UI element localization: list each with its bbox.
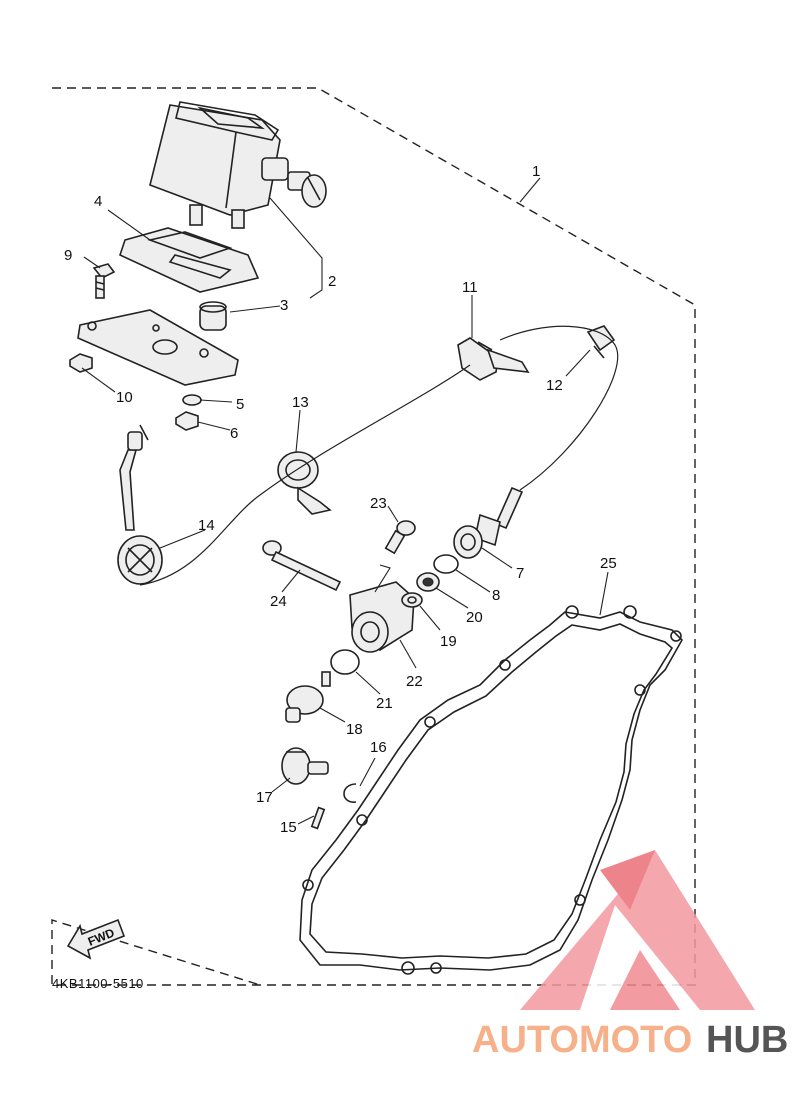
screw-23 <box>384 520 416 555</box>
callout-5: 5 <box>236 396 244 413</box>
gear-18 <box>285 671 331 723</box>
callout-18: 18 <box>346 721 363 738</box>
fwd-arrow: FWD <box>66 918 126 960</box>
callout-22: 22 <box>406 673 423 690</box>
bolt-9 <box>92 263 116 299</box>
callout-16: 16 <box>370 739 387 756</box>
assembly-boundary <box>51 87 696 986</box>
callout-20: 20 <box>466 609 483 626</box>
leader-lines <box>81 177 609 825</box>
housing-22 <box>349 581 415 653</box>
cable-clamp-13 <box>277 451 332 515</box>
pin-15 <box>310 806 326 830</box>
drawing-code: 4KB1100-5510 <box>52 976 144 991</box>
cable-clamp-11 <box>457 337 530 381</box>
washer-5 <box>182 394 202 406</box>
logo-triangle-center <box>610 950 680 1010</box>
callout-8: 8 <box>492 587 500 604</box>
callout-6: 6 <box>230 425 238 442</box>
callout-14: 14 <box>198 517 215 534</box>
gear-17 <box>281 747 329 785</box>
callout-labels: 1 2 3 4 5 6 7 8 9 10 11 12 13 14 15 16 1… <box>64 163 617 836</box>
callout-17: 17 <box>256 789 273 806</box>
callout-12: 12 <box>546 377 563 394</box>
speedometer-cable <box>139 325 619 586</box>
callout-9: 9 <box>64 247 72 264</box>
callout-19: 19 <box>440 633 457 650</box>
watermark-text: AUTOMOTO HUB <box>472 1019 788 1061</box>
callout-11: 11 <box>462 279 478 296</box>
watermark-automoto: AUTOMOTO <box>472 1019 692 1061</box>
bolt-24 <box>262 540 342 592</box>
callout-3: 3 <box>280 297 288 314</box>
cable-clip-12 <box>586 325 616 359</box>
logo-triangle-outer <box>520 850 755 1010</box>
o-ring-8 <box>433 554 459 574</box>
callout-2: 2 <box>328 273 336 290</box>
watermark-hub: HUB <box>706 1019 788 1061</box>
nut-6 <box>175 411 199 431</box>
callout-21: 21 <box>376 695 393 712</box>
watermark-logo <box>520 850 755 1010</box>
meter-bracket <box>119 227 260 293</box>
callout-24: 24 <box>270 593 287 610</box>
circlip-16 <box>343 783 357 803</box>
meter-plate <box>77 309 239 386</box>
nut-10 <box>69 353 93 373</box>
callout-15: 15 <box>280 819 297 836</box>
callout-25: 25 <box>600 555 617 572</box>
callout-10: 10 <box>116 389 133 406</box>
callout-23: 23 <box>370 495 387 512</box>
logo-chevron <box>600 850 655 910</box>
callout-4: 4 <box>94 193 102 210</box>
washer-19 <box>401 592 423 608</box>
oil-seal-20 <box>416 572 440 592</box>
meter-assembly <box>149 101 327 229</box>
grommet <box>199 301 227 331</box>
cover-gasket-25 <box>299 605 683 975</box>
speed-sensor-14 <box>117 424 163 585</box>
callout-7: 7 <box>516 565 524 582</box>
callout-13: 13 <box>292 394 309 411</box>
callout-1: 1 <box>532 163 540 180</box>
o-ring-21 <box>330 649 360 675</box>
